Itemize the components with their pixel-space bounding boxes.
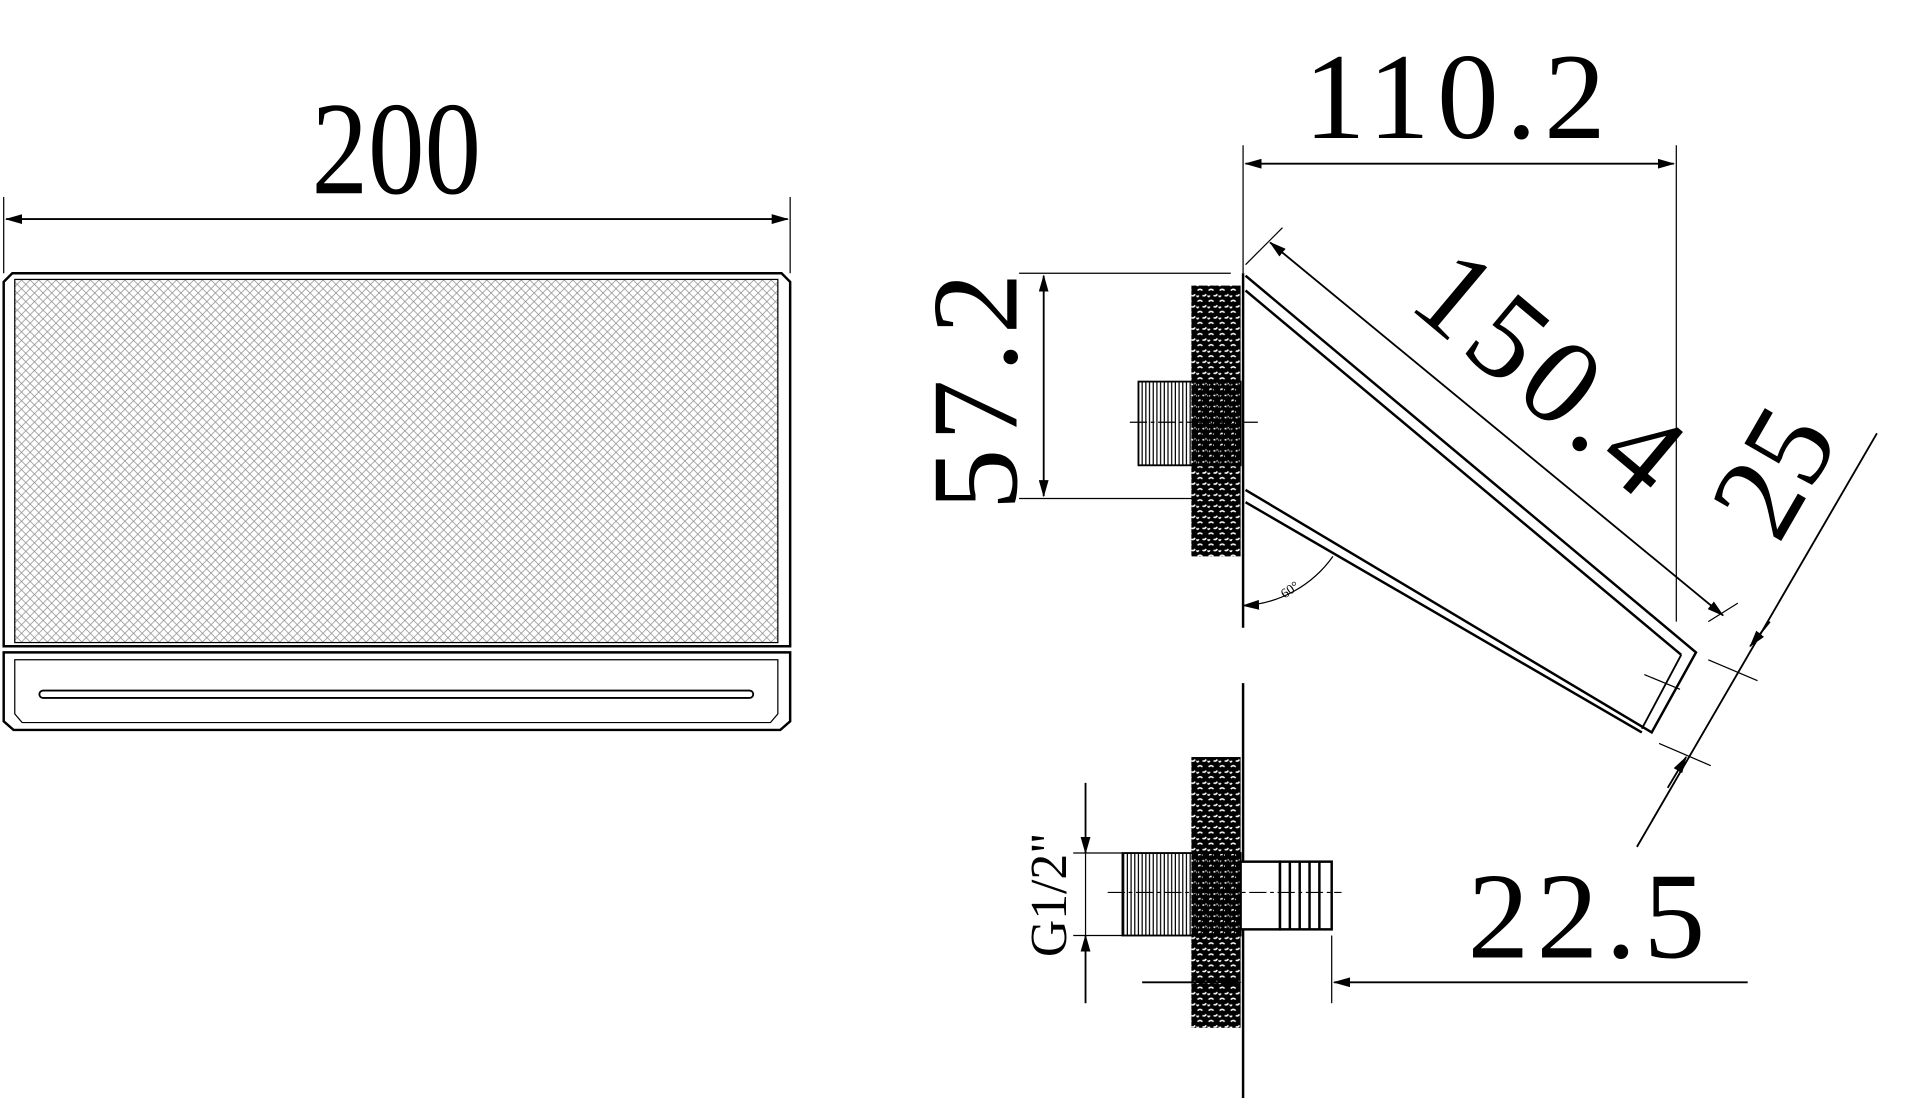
- projection-label: 110.2: [1304, 28, 1613, 165]
- side-view: [1019, 145, 1878, 848]
- outlet-label: 25: [1683, 384, 1863, 559]
- thread-nipple: [1137, 380, 1242, 467]
- outlet-bar: [2, 651, 792, 732]
- thread-connector: [1121, 852, 1242, 937]
- width-label: 200: [312, 75, 481, 223]
- connection-view: [1073, 683, 1748, 1098]
- length-label: 150.4: [1389, 221, 1717, 528]
- front-view: [2, 196, 792, 732]
- fitting-body: [1239, 860, 1282, 931]
- mesh-face: [14, 278, 779, 644]
- hose-barb: [1278, 860, 1333, 931]
- thread-label: G1/2": [1021, 833, 1078, 957]
- height-label: 57.2: [907, 265, 1044, 510]
- outlet-slot: [38, 689, 755, 699]
- panel-body: [2, 272, 792, 648]
- length-dimension-line: [1269, 241, 1725, 617]
- depth-label: 22.5: [1468, 848, 1713, 985]
